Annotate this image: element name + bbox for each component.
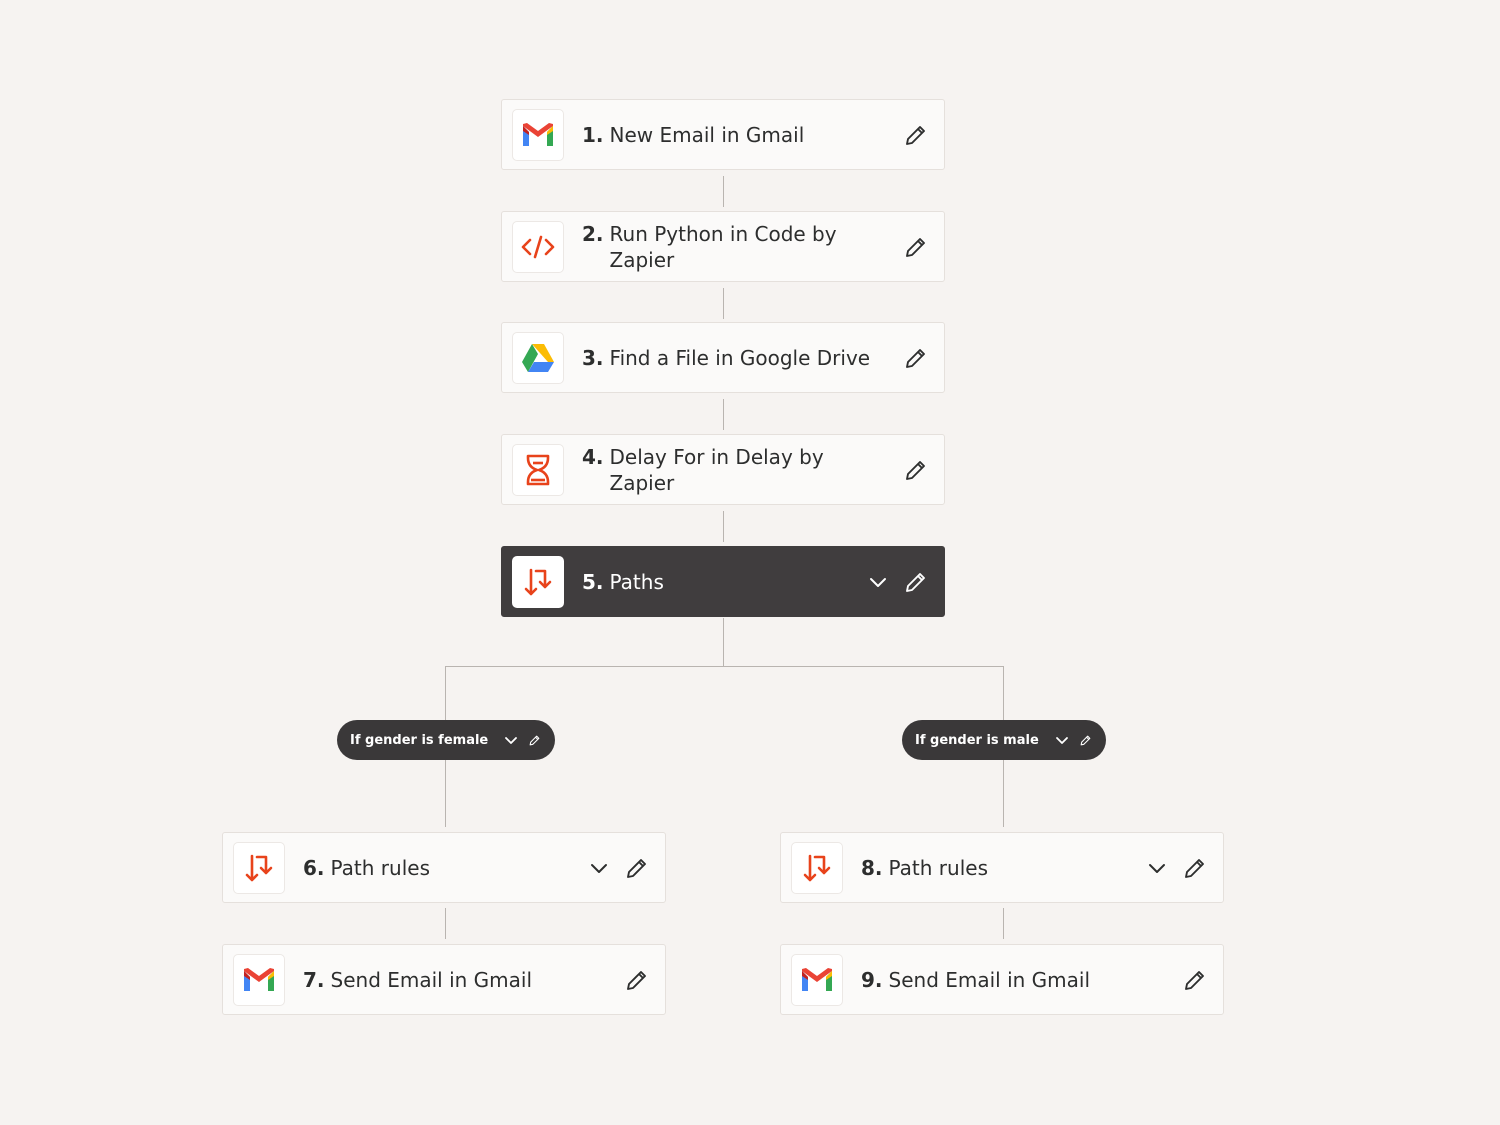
chevron-down-icon[interactable] bbox=[864, 568, 892, 596]
chevron-down-icon[interactable] bbox=[1143, 854, 1171, 882]
pencil-icon[interactable] bbox=[1181, 966, 1209, 994]
step-number: 8. bbox=[861, 855, 883, 880]
branch-condition-pill[interactable]: If gender is female bbox=[337, 720, 556, 760]
chevron-down-icon[interactable] bbox=[1055, 733, 1069, 747]
step-number: 5. bbox=[582, 569, 604, 594]
pencil-icon[interactable] bbox=[902, 121, 930, 149]
step-card[interactable]: 8.Path rules bbox=[780, 832, 1224, 903]
connector bbox=[723, 399, 724, 430]
connector bbox=[1003, 760, 1004, 827]
connector bbox=[1003, 666, 1004, 720]
step-number: 3. bbox=[582, 345, 604, 370]
connector bbox=[723, 288, 724, 319]
pencil-icon[interactable] bbox=[902, 344, 930, 372]
step-card[interactable]: 9.Send Email in Gmail bbox=[780, 944, 1224, 1015]
branch-condition-pill[interactable]: If gender is male bbox=[902, 720, 1106, 760]
branch-label: If gender is male bbox=[915, 732, 1039, 748]
step-label: Send Email in Gmail bbox=[888, 967, 1091, 992]
pencil-icon[interactable] bbox=[902, 456, 930, 484]
google-drive-icon bbox=[512, 332, 564, 384]
step-card[interactable]: 1.New Email in Gmail bbox=[501, 99, 945, 170]
connector bbox=[723, 511, 724, 542]
step-label: New Email in Gmail bbox=[609, 122, 805, 147]
step-label: Path rules bbox=[330, 855, 430, 880]
step-card[interactable]: 3.Find a File in Google Drive bbox=[501, 322, 945, 393]
paths-icon bbox=[512, 556, 564, 608]
gmail-icon bbox=[233, 954, 285, 1006]
step-label: Send Email in Gmail bbox=[330, 967, 533, 992]
step-card[interactable]: 2.Run Python in Code by Zapier bbox=[501, 211, 945, 282]
step-label: Delay For in Delay by Zapier bbox=[609, 444, 824, 495]
step-number: 4. bbox=[582, 444, 604, 469]
step-card[interactable]: 5.Paths bbox=[501, 546, 945, 617]
step-title: 7.Send Email in Gmail bbox=[303, 967, 603, 993]
pencil-icon[interactable] bbox=[902, 568, 930, 596]
step-card[interactable]: 6.Path rules bbox=[222, 832, 666, 903]
step-number: 7. bbox=[303, 967, 325, 992]
step-label: Find a File in Google Drive bbox=[609, 345, 871, 370]
step-title: 4.Delay For in Delay by Zapier bbox=[582, 444, 882, 496]
step-title: 2.Run Python in Code by Zapier bbox=[582, 221, 882, 273]
step-title: 6.Path rules bbox=[303, 855, 603, 881]
pencil-icon[interactable] bbox=[623, 966, 651, 994]
pencil-icon[interactable] bbox=[528, 734, 541, 747]
step-number: 6. bbox=[303, 855, 325, 880]
paths-icon bbox=[791, 842, 843, 894]
connector bbox=[723, 176, 724, 207]
connector bbox=[445, 908, 446, 939]
step-title: 8.Path rules bbox=[861, 855, 1161, 881]
connector bbox=[445, 666, 446, 720]
step-title: 1.New Email in Gmail bbox=[582, 122, 882, 148]
step-label: Path rules bbox=[888, 855, 988, 880]
pencil-icon[interactable] bbox=[902, 233, 930, 261]
step-title: 3.Find a File in Google Drive bbox=[582, 345, 882, 371]
step-title: 9.Send Email in Gmail bbox=[861, 967, 1161, 993]
chevron-down-icon[interactable] bbox=[504, 733, 518, 747]
pencil-icon[interactable] bbox=[623, 854, 651, 882]
step-title: 5.Paths bbox=[582, 569, 882, 595]
connector bbox=[1003, 908, 1004, 939]
step-card[interactable]: 7.Send Email in Gmail bbox=[222, 944, 666, 1015]
connector bbox=[723, 618, 724, 667]
step-number: 1. bbox=[582, 122, 604, 147]
gmail-icon bbox=[512, 109, 564, 161]
gmail-icon bbox=[791, 954, 843, 1006]
hourglass-icon bbox=[512, 444, 564, 496]
pencil-icon[interactable] bbox=[1181, 854, 1209, 882]
connector bbox=[445, 760, 446, 827]
pencil-icon[interactable] bbox=[1079, 734, 1092, 747]
branch-connector bbox=[445, 666, 1004, 667]
step-number: 9. bbox=[861, 967, 883, 992]
step-card[interactable]: 4.Delay For in Delay by Zapier bbox=[501, 434, 945, 505]
chevron-down-icon[interactable] bbox=[585, 854, 613, 882]
branch-label: If gender is female bbox=[350, 732, 489, 748]
step-number: 2. bbox=[582, 221, 604, 246]
paths-icon bbox=[233, 842, 285, 894]
step-label: Run Python in Code by Zapier bbox=[609, 221, 837, 272]
step-label: Paths bbox=[609, 569, 664, 594]
code-icon bbox=[512, 221, 564, 273]
